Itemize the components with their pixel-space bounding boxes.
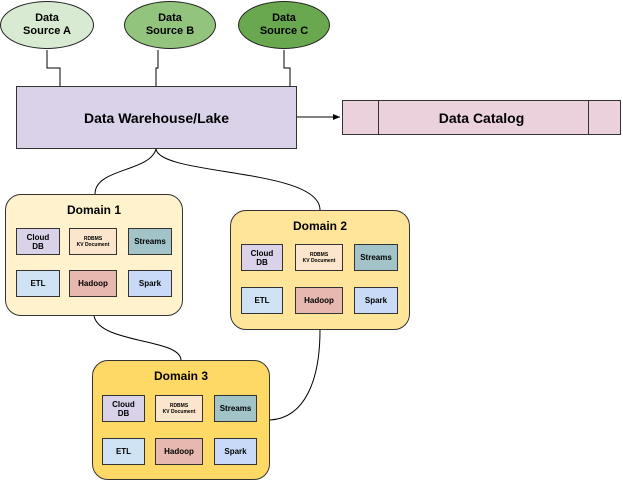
tile-rdbms-kv-document: RDBMS KV Document [155,395,203,422]
tile-etl: ETL [16,270,60,297]
tile-cloud-db: Cloud DB [16,228,60,255]
tile-hadoop: Hadoop [295,287,343,314]
tile-rdbms-kv-document: RDBMS KV Document [295,244,343,271]
tile-etl: ETL [241,287,283,314]
domain-2-title: Domain 2 [292,219,347,233]
connector-domain1-domain3 [93,315,182,361]
connector-source-b-warehouse [155,50,159,86]
connector-warehouse-domain2 [155,148,321,211]
data-source-a: Data Source A [0,1,94,49]
tile-spark: Spark [214,438,257,465]
tile-etl: ETL [102,438,145,465]
data-source-c: Data Source C [238,1,330,49]
tile-hadoop: Hadoop [155,438,203,465]
data-source-b: Data Source B [124,1,216,49]
tile-spark: Spark [354,287,398,314]
tile-rdbms-kv-document: RDBMS KV Document [69,228,117,255]
connector-source-a-warehouse [46,50,61,86]
data-catalog-label: Data Catalog [438,109,525,126]
tile-hadoop: Hadoop [69,270,117,297]
domain-3-title: Domain 3 [153,369,208,383]
tile-streams: Streams [354,244,398,271]
connector-domain2-domain3 [269,329,321,421]
tile-spark: Spark [128,270,172,297]
domain-3: Domain 3 Cloud DB RDBMS KV Document Stre… [92,360,270,480]
domain-1: Domain 1 Cloud DB RDBMS KV Document Stre… [5,194,183,316]
tile-streams: Streams [214,395,257,422]
catalog-divider-right [588,101,589,134]
domain-1-title: Domain 1 [66,203,121,217]
data-catalog: Data Catalog [342,100,621,135]
data-warehouse-lake: Data Warehouse/Lake [16,86,297,149]
catalog-divider-left [378,101,379,134]
connector-source-c-warehouse [283,50,291,86]
tile-cloud-db: Cloud DB [241,244,283,271]
connector-warehouse-domain1 [94,148,157,195]
tile-streams: Streams [128,228,172,255]
tile-cloud-db: Cloud DB [102,395,145,422]
domain-2: Domain 2 Cloud DB RDBMS KV Document Stre… [230,210,410,330]
